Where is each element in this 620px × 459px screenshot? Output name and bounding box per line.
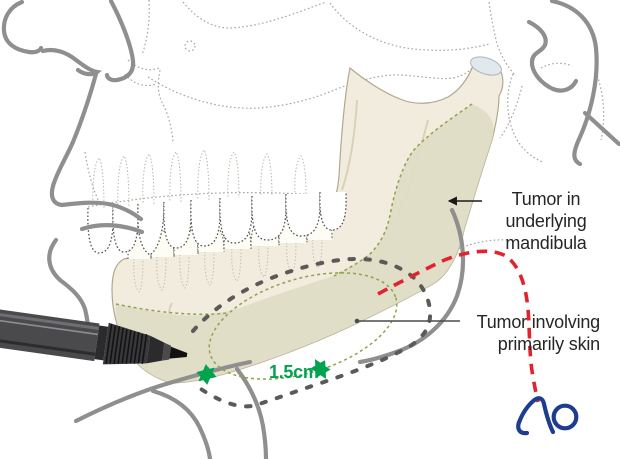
label-line: Tumor involving bbox=[476, 312, 601, 332]
surgical-marker-pen bbox=[0, 305, 188, 365]
upper-teeth-roots-dotted bbox=[92, 149, 307, 211]
ear-outline bbox=[526, 0, 620, 167]
measurement-label: 1.5cm bbox=[269, 362, 319, 382]
tumor-zone-boundary-body bbox=[115, 303, 229, 315]
face-profile bbox=[1, 0, 466, 459]
label-line: primarily skin bbox=[497, 334, 600, 354]
ao-logo bbox=[516, 396, 579, 436]
condyle-cartilage bbox=[470, 56, 502, 76]
upper-teeth bbox=[87, 191, 347, 256]
label-line: mandibula bbox=[505, 233, 587, 253]
margin-measure-arrows bbox=[196, 359, 331, 385]
marker-dashed-incision-line bbox=[191, 256, 433, 409]
tumor-zone-boundary-ramus bbox=[333, 103, 473, 277]
label-line: Tumor in bbox=[511, 189, 581, 209]
label-line: underlying bbox=[505, 211, 587, 231]
label-tumor-skin: Tumor involving primarily skin bbox=[456, 311, 601, 355]
red-dashed-connector bbox=[377, 249, 540, 403]
leader-lines bbox=[354, 196, 482, 324]
label-tumor-in-mandibula: Tumor in underlying mandibula bbox=[483, 188, 609, 254]
